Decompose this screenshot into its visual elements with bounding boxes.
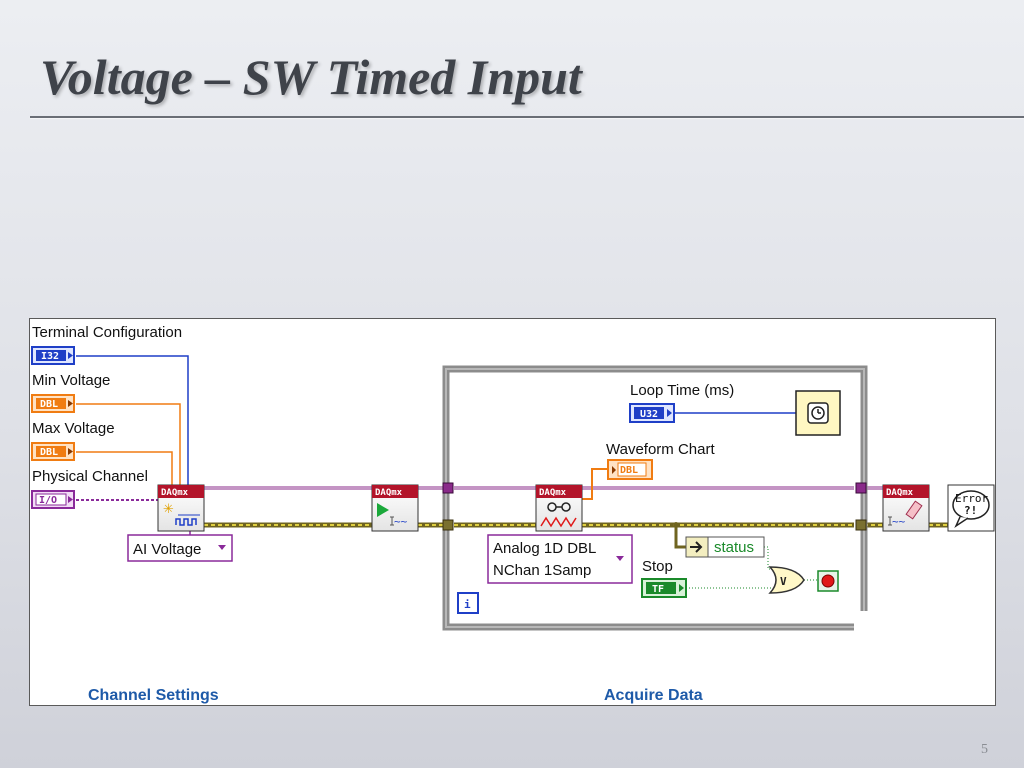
daqmx-read-vi[interactable]: DAQmx bbox=[535, 484, 583, 532]
loop-time-control[interactable]: U32 bbox=[629, 403, 675, 423]
loop-time-type: U32 bbox=[640, 409, 658, 420]
chevron-down-icon bbox=[218, 545, 226, 550]
terminal-configuration-control[interactable]: I32 bbox=[31, 346, 75, 365]
terminal-configuration-label: Terminal Configuration bbox=[32, 324, 182, 341]
sine-wave-icon bbox=[540, 516, 577, 528]
new-icon: ✳ bbox=[163, 502, 174, 517]
read-selector-line1: Analog 1D DBL bbox=[493, 540, 596, 557]
vi-header-label: DAQmx bbox=[375, 488, 403, 498]
ai-voltage-text: AI Voltage bbox=[133, 541, 201, 558]
pulse-icon bbox=[175, 518, 197, 526]
block-diagram-canvas: Terminal Configuration I32 Min Voltage D… bbox=[31, 324, 995, 704]
stop-circle-icon bbox=[821, 574, 835, 588]
stop-label: Stop bbox=[642, 558, 673, 575]
daqmx-start-task-vi[interactable]: DAQmx ~~ bbox=[371, 484, 419, 532]
status-text: status bbox=[714, 539, 754, 556]
iteration-terminal: i bbox=[457, 592, 479, 614]
chevron-down-icon bbox=[616, 556, 624, 561]
unbundle-status[interactable]: status bbox=[685, 536, 765, 558]
iteration-i: i bbox=[464, 598, 471, 611]
stop-type: TF bbox=[652, 584, 664, 595]
ai-voltage-selector[interactable]: AI Voltage bbox=[127, 534, 233, 562]
error-text: Error bbox=[955, 492, 988, 505]
loop-tunnel-error-out bbox=[855, 519, 867, 531]
max-voltage-control[interactable]: DBL bbox=[31, 442, 75, 461]
wire-max-voltage bbox=[76, 451, 173, 487]
loop-condition-terminal[interactable] bbox=[817, 570, 839, 592]
waveform-icon: ~~ bbox=[394, 515, 408, 528]
vi-header-label: DAQmx bbox=[539, 488, 567, 498]
while-loop[interactable] bbox=[442, 365, 868, 631]
wire-waveform-data bbox=[582, 468, 608, 500]
wait-ms-function[interactable] bbox=[795, 390, 841, 436]
wire-terminal-configuration bbox=[76, 355, 189, 487]
waveform-chart-label: Waveform Chart bbox=[606, 441, 715, 458]
clock-icon bbox=[811, 406, 825, 420]
acquire-data-label: Acquire Data bbox=[604, 687, 703, 704]
glasses-icon bbox=[547, 502, 571, 512]
error-mark: ?! bbox=[964, 504, 977, 517]
simple-error-handler[interactable]: Error ?! bbox=[947, 484, 995, 532]
daqmx-clear-task-vi[interactable]: DAQmx ~~ bbox=[882, 484, 930, 532]
vi-header-label: DAQmx bbox=[886, 488, 914, 498]
arrow-right-icon bbox=[690, 541, 703, 553]
block-diagram: Terminal Configuration I32 Min Voltage D… bbox=[29, 318, 996, 706]
loop-time-label: Loop Time (ms) bbox=[630, 382, 734, 399]
page-number: 5 bbox=[981, 742, 988, 757]
physical-channel-type: I/O bbox=[39, 495, 57, 506]
loop-tunnel-error-in bbox=[442, 519, 454, 531]
min-voltage-label: Min Voltage bbox=[32, 372, 110, 389]
loop-tunnel-task-in bbox=[442, 482, 454, 494]
read-selector-line2: NChan 1Samp bbox=[493, 562, 591, 579]
daqmx-create-channel-vi[interactable]: DAQmx ✳ bbox=[157, 484, 205, 532]
terminal-configuration-type: I32 bbox=[41, 351, 59, 362]
wire-error-branch bbox=[674, 525, 686, 549]
max-voltage-type: DBL bbox=[40, 447, 58, 458]
channel-settings-label: Channel Settings bbox=[88, 687, 219, 704]
waveform-chart-indicator[interactable]: DBL bbox=[607, 459, 653, 480]
physical-channel-label: Physical Channel bbox=[32, 468, 148, 485]
waveform-icon: ~~ bbox=[892, 515, 906, 528]
min-voltage-type: DBL bbox=[40, 399, 58, 410]
max-voltage-label: Max Voltage bbox=[32, 420, 115, 437]
stop-control[interactable]: TF bbox=[641, 578, 687, 598]
vi-header-label: DAQmx bbox=[161, 488, 189, 498]
slide-title: Voltage – SW Timed Input bbox=[40, 49, 582, 105]
title-divider bbox=[30, 116, 1024, 118]
wire-min-voltage bbox=[76, 403, 181, 487]
play-icon bbox=[377, 503, 389, 517]
eraser-icon bbox=[905, 500, 923, 520]
read-type-selector[interactable]: Analog 1D DBL NChan 1Samp bbox=[487, 534, 633, 584]
waveform-chart-type: DBL bbox=[620, 465, 638, 476]
loop-tunnel-task-out bbox=[855, 482, 867, 494]
or-symbol: V bbox=[780, 575, 787, 588]
min-voltage-control[interactable]: DBL bbox=[31, 394, 75, 413]
physical-channel-control[interactable]: I/O bbox=[31, 490, 75, 509]
wire-status-bool bbox=[764, 546, 772, 570]
or-gate[interactable]: V bbox=[768, 566, 805, 594]
